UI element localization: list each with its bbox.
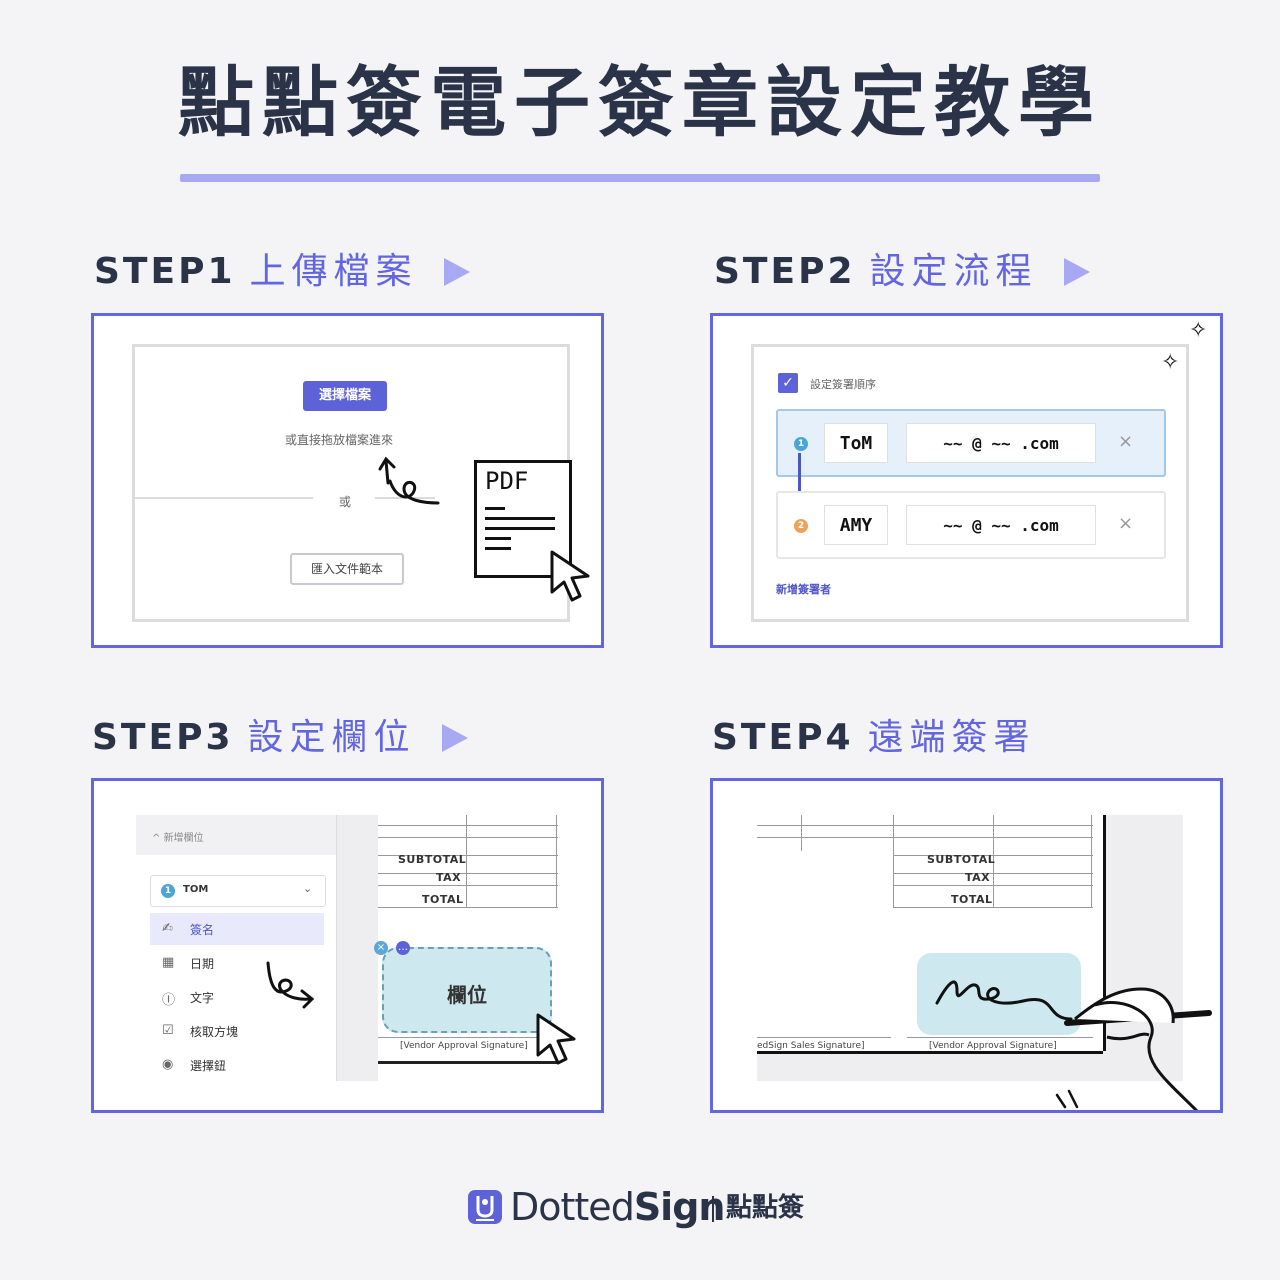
step4-name: 遠端簽署 <box>867 717 1036 758</box>
signing-order-label: 設定簽署順序 <box>810 378 876 391</box>
table-row: TAX <box>436 871 462 884</box>
play-arrow-icon <box>443 258 470 286</box>
text-icon: Ⓘ <box>162 993 176 1008</box>
step3-heading: STEP3 設定欄位 <box>92 716 468 760</box>
signer-email-field[interactable]: ~~ @ ~~ .com <box>906 423 1096 463</box>
pdf-label: PDF <box>485 467 529 495</box>
sparkle-icon: ✧ <box>1161 350 1180 375</box>
divider-left <box>135 497 313 499</box>
chevron-down-icon: ⌄ <box>303 882 313 895</box>
order-badge: 1 <box>161 884 175 898</box>
step4-heading: STEP4 遠端簽署 <box>712 716 1036 760</box>
more-options-icon[interactable]: … <box>396 941 410 955</box>
step2-heading: STEP2 設定流程 <box>714 250 1090 294</box>
signer-email-field[interactable]: ~~ @ ~~ .com <box>906 505 1096 545</box>
remove-icon[interactable]: × <box>1118 513 1134 534</box>
table-row: SUBTOTAL <box>398 853 467 866</box>
play-arrow-icon <box>441 724 468 752</box>
field-type-signature[interactable]: ✍ 簽名 <box>150 913 324 945</box>
step1-panel: 選擇檔案 或直接拖放檔案進來 或 匯入文件範本 PDF <box>91 313 604 648</box>
step2-number: STEP2 <box>714 251 856 292</box>
checkbox-icon: ☑ <box>162 1023 174 1038</box>
step3-number: STEP3 <box>92 717 234 758</box>
sales-signature-label: edSign Sales Signature] <box>757 1041 865 1051</box>
delete-field-icon[interactable]: × <box>374 941 388 955</box>
play-arrow-icon <box>1063 258 1090 286</box>
signer-name-field[interactable]: ToM <box>824 423 888 463</box>
drag-hint: 或直接拖放檔案進來 <box>285 433 394 447</box>
step4-panel: SUBTOTAL TAX TOTAL edSign Sales Signatur… <box>710 778 1223 1113</box>
table-row: TAX <box>965 871 991 884</box>
brand-name: DottedSign <box>510 1185 725 1229</box>
or-label: 或 <box>339 495 352 509</box>
order-badge: 2 <box>794 519 808 533</box>
step1-heading: STEP1 上傳檔案 <box>94 250 470 294</box>
document-page: SUBTOTAL TAX TOTAL edSign Sales Signatur… <box>757 815 1106 1051</box>
order-badge: 1 <box>794 437 808 451</box>
vendor-signature-label: [Vendor Approval Signature] <box>400 1041 528 1051</box>
table-row: TOTAL <box>422 893 464 906</box>
cursor-pointer-icon <box>550 550 590 602</box>
import-template-button[interactable]: 匯入文件範本 <box>290 553 404 585</box>
curly-arrow-icon <box>378 456 440 505</box>
dottedsign-logo-icon <box>468 1190 502 1224</box>
title-underline <box>180 174 1100 182</box>
sparkle-icon: ✧ <box>1189 318 1208 343</box>
footer-brand: DottedSign 點點簽 <box>0 1184 1280 1234</box>
step3-panel: ^ 新增欄位 1 TOM ⌄ ✍ 簽名 ▦ 日期 Ⓘ 文字 ☑ 核取方塊 <box>91 778 604 1113</box>
signature-icon: ✍ <box>162 921 173 936</box>
field-type-radio[interactable]: ◉ 選擇鈕 <box>162 1057 227 1073</box>
document-frame: SUBTOTAL TAX TOTAL edSign Sales Signatur… <box>757 815 1183 1081</box>
remove-icon[interactable]: × <box>1118 431 1134 452</box>
order-connector <box>798 453 801 513</box>
step3-name: 設定欄位 <box>247 717 416 758</box>
step2-panel: ✓ 設定簽署順序 1 ToM ~~ @ ~~ .com × 2 AMY ~~ @… <box>710 313 1223 648</box>
field-type-checkbox[interactable]: ☑ 核取方塊 <box>162 1023 239 1039</box>
page-title: 點點簽電子簽章設定教學 <box>178 58 1102 147</box>
signer-row[interactable]: 1 ToM ~~ @ ~~ .com × <box>776 409 1166 477</box>
field-type-date[interactable]: ▦ 日期 <box>162 955 215 971</box>
brand-chinese-name: 點點簽 <box>726 1193 805 1223</box>
brand-divider <box>712 1196 714 1222</box>
step4-number: STEP4 <box>712 717 854 758</box>
signer-row[interactable]: 2 AMY ~~ @ ~~ .com × <box>776 491 1166 559</box>
curly-arrow-icon <box>266 961 315 1009</box>
vendor-signature-label: [Vendor Approval Signature] <box>929 1041 1057 1051</box>
select-file-button[interactable]: 選擇檔案 <box>303 381 387 411</box>
calendar-icon: ▦ <box>162 955 175 970</box>
section-label: ^ 新增欄位 <box>152 833 204 844</box>
step1-number: STEP1 <box>94 251 236 292</box>
field-sidebar: ^ 新增欄位 1 TOM ⌄ ✍ 簽名 ▦ 日期 Ⓘ 文字 ☑ 核取方塊 <box>136 815 337 1081</box>
table-row: SUBTOTAL <box>927 853 996 866</box>
add-signer-link[interactable]: 新增簽署者 <box>776 583 831 596</box>
step1-name: 上傳檔案 <box>249 251 418 292</box>
document-page: SUBTOTAL TAX TOTAL 欄位 × … [Vendor Approv… <box>374 815 560 1081</box>
sidebar-header: ^ 新增欄位 <box>136 815 336 855</box>
checkbox-checked-icon[interactable]: ✓ <box>778 373 798 393</box>
table-row: TOTAL <box>951 893 993 906</box>
cursor-pointer-icon <box>536 1013 576 1065</box>
signer-name-field[interactable]: AMY <box>824 505 888 545</box>
step2-name: 設定流程 <box>869 251 1038 292</box>
field-label: 欄位 <box>447 983 487 1007</box>
editor-frame: ^ 新增欄位 1 TOM ⌄ ✍ 簽名 ▦ 日期 Ⓘ 文字 ☑ 核取方塊 <box>136 815 560 1081</box>
radio-icon: ◉ <box>162 1057 174 1072</box>
signer-setup: ✓ 設定簽署順序 1 ToM ~~ @ ~~ .com × 2 AMY ~~ @… <box>751 344 1189 622</box>
signer-select-value: TOM <box>183 884 209 895</box>
field-type-text[interactable]: Ⓘ 文字 <box>162 991 215 1008</box>
handwritten-signature-icon <box>935 980 1212 1110</box>
signer-select[interactable]: 1 TOM ⌄ <box>150 875 326 907</box>
signature-field[interactable]: 欄位 <box>382 947 552 1033</box>
